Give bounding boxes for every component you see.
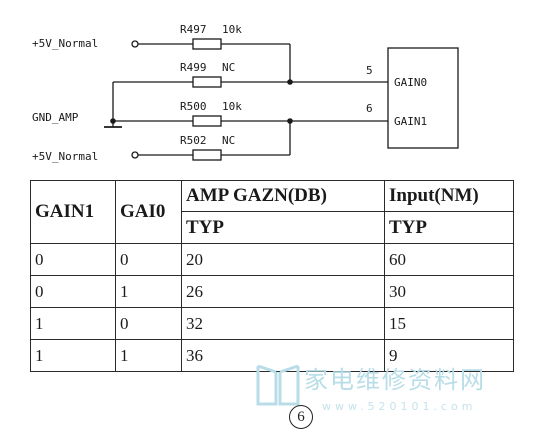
header-gai0: GAI0 bbox=[115, 180, 182, 244]
cell-gain1: 1 bbox=[30, 339, 116, 372]
resistor-value: NC bbox=[222, 134, 235, 147]
pin-name: GAIN1 bbox=[394, 115, 427, 128]
resistor-ref: R499 bbox=[180, 61, 207, 74]
cell-input: 30 bbox=[384, 275, 514, 308]
vcc-top-terminal bbox=[131, 40, 139, 48]
header-gain1: GAIN1 bbox=[30, 180, 116, 244]
resistor-r499 bbox=[192, 76, 222, 88]
cell-gai0: 1 bbox=[115, 275, 182, 308]
cell-amp: 20 bbox=[181, 243, 385, 276]
ic-block bbox=[387, 47, 459, 149]
cell-amp: 32 bbox=[181, 307, 385, 340]
cell-input: 9 bbox=[384, 339, 514, 372]
cell-gai0: 0 bbox=[115, 243, 182, 276]
header-amp-gain: AMP GAZN(DB) bbox=[181, 180, 385, 212]
watermark-url: www.520101.com bbox=[322, 400, 477, 413]
vcc-bottom-terminal bbox=[131, 151, 139, 159]
junction-dot bbox=[110, 118, 116, 124]
resistor-r502 bbox=[192, 149, 222, 161]
header-typ-amp: TYP bbox=[181, 211, 385, 244]
watermark-logo-icon bbox=[256, 364, 300, 406]
junction-dot bbox=[287, 118, 293, 124]
table-row: 0 1 26 30 bbox=[30, 275, 514, 308]
resistor-value: NC bbox=[222, 61, 235, 74]
resistor-ref: R497 bbox=[180, 23, 207, 36]
cell-gain1: 0 bbox=[30, 275, 116, 308]
resistor-r497 bbox=[192, 38, 222, 50]
table-row: 1 1 36 9 bbox=[30, 339, 514, 372]
header-input: Input(NM) bbox=[384, 180, 514, 212]
page-number: 6 bbox=[289, 405, 313, 429]
cell-input: 60 bbox=[384, 243, 514, 276]
pin-name: GAIN0 bbox=[394, 76, 427, 89]
net-label-vcc-bottom: +5V_Normal bbox=[32, 150, 98, 163]
net-label-vcc-top: +5V_Normal bbox=[32, 37, 98, 50]
resistor-r500 bbox=[192, 115, 222, 127]
net-label-gnd: GND_AMP bbox=[32, 111, 79, 124]
junction-dot bbox=[287, 79, 293, 85]
table-row: 0 0 20 60 bbox=[30, 243, 514, 276]
cell-gai0: 0 bbox=[115, 307, 182, 340]
table-row: 1 0 32 15 bbox=[30, 307, 514, 340]
header-typ-input: TYP bbox=[384, 211, 514, 244]
schematic: +5V_Normal GND_AMP +5V_Normal R497 10k R… bbox=[32, 23, 459, 163]
gain-table: GAIN1 GAI0 AMP GAZN(DB) Input(NM) TYP TY… bbox=[30, 180, 514, 372]
cell-gai0: 1 bbox=[115, 339, 182, 372]
cell-gain1: 0 bbox=[30, 243, 116, 276]
cell-gain1: 1 bbox=[30, 307, 116, 340]
pin-number: 6 bbox=[366, 102, 373, 115]
watermark-title: 家电维修资料网 bbox=[304, 366, 486, 394]
pin-number: 5 bbox=[366, 64, 373, 77]
resistor-value: 10k bbox=[222, 23, 242, 36]
resistor-ref: R500 bbox=[180, 100, 207, 113]
cell-amp: 26 bbox=[181, 275, 385, 308]
resistor-value: 10k bbox=[222, 100, 242, 113]
resistor-ref: R502 bbox=[180, 134, 207, 147]
cell-input: 15 bbox=[384, 307, 514, 340]
